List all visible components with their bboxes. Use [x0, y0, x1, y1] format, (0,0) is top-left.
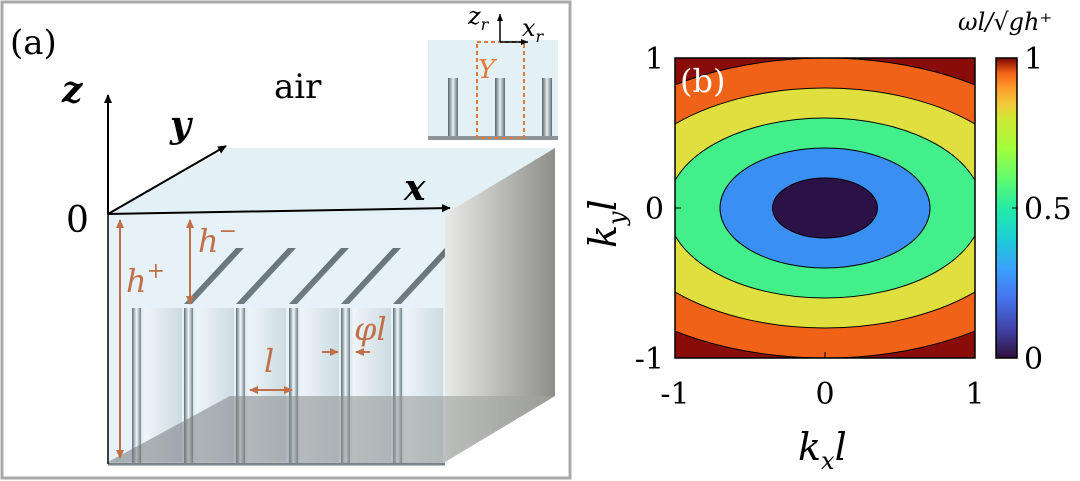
inset-rod-1 — [448, 78, 458, 136]
x-tick-label: -1 — [660, 377, 689, 412]
inset-rod-3 — [542, 78, 552, 136]
y-tick-label: -1 — [635, 342, 664, 377]
plate-top-edge — [236, 248, 296, 304]
plate-rod — [341, 308, 350, 464]
contour-level-0.2 — [772, 177, 878, 239]
colorbar-tick-label: 0 — [1024, 342, 1043, 377]
panel-a: (a) air z y x 0 h+ h− l φl — [0, 0, 572, 480]
inset-cell-label: Y — [478, 55, 498, 85]
plate-rod — [393, 308, 402, 464]
colorbar-title: ωl/√gh⁺ — [958, 8, 1052, 36]
x-axis-label: x — [403, 167, 426, 209]
panel-b-label: (b) — [680, 62, 725, 100]
thickness-label: φl — [354, 310, 387, 348]
plate-top-edge — [341, 248, 401, 304]
colorbar-tick-label: 0.5 — [1024, 192, 1072, 227]
y-tick-label: 1 — [645, 42, 664, 77]
plate-top-edge — [184, 248, 244, 304]
y-axis-title: kyl — [581, 199, 631, 248]
right-wall — [445, 148, 555, 462]
air-label: air — [274, 67, 322, 107]
x-axis-title: kxl — [798, 425, 847, 475]
colorbar-ticks: 00.51 — [1012, 42, 1072, 377]
plate-top-edge — [289, 248, 349, 304]
x-tick-label: 1 — [965, 377, 984, 412]
y-tick-label: 0 — [645, 192, 664, 227]
floor — [108, 396, 555, 462]
plate-rod — [132, 308, 141, 464]
contour-field — [675, 58, 975, 358]
contour-bands — [675, 58, 975, 358]
inset-rod-2 — [495, 78, 505, 136]
h-plus-label: h+ — [126, 259, 165, 300]
x-ticks: -1 0 1 — [660, 352, 985, 412]
origin-label: 0 — [66, 200, 89, 241]
spacing-label: l — [264, 342, 274, 380]
plate-rod — [236, 308, 245, 464]
h-minus-label: h− — [198, 219, 237, 260]
water-surface — [108, 148, 555, 214]
y-axis — [107, 145, 227, 215]
inset-z-label: zr — [467, 2, 490, 34]
inset-x-label: xr — [522, 14, 545, 46]
plate-rod — [184, 308, 193, 464]
panel-a-label: (a) — [10, 23, 57, 63]
plate-top-edge — [393, 248, 453, 304]
colorbar-tick-label: 1 — [1024, 42, 1043, 77]
colorbar — [996, 58, 1017, 358]
x-tick-label: 0 — [815, 377, 834, 412]
y-axis-label: y — [169, 104, 193, 146]
y-ticks: -1 0 1 — [635, 42, 681, 377]
colorbar-gradient — [996, 58, 1017, 358]
unit-cell-inset: Y zr xr — [428, 2, 558, 140]
plate-rod — [289, 308, 298, 464]
x-axis — [107, 204, 451, 215]
z-axis-label: z — [61, 69, 84, 111]
